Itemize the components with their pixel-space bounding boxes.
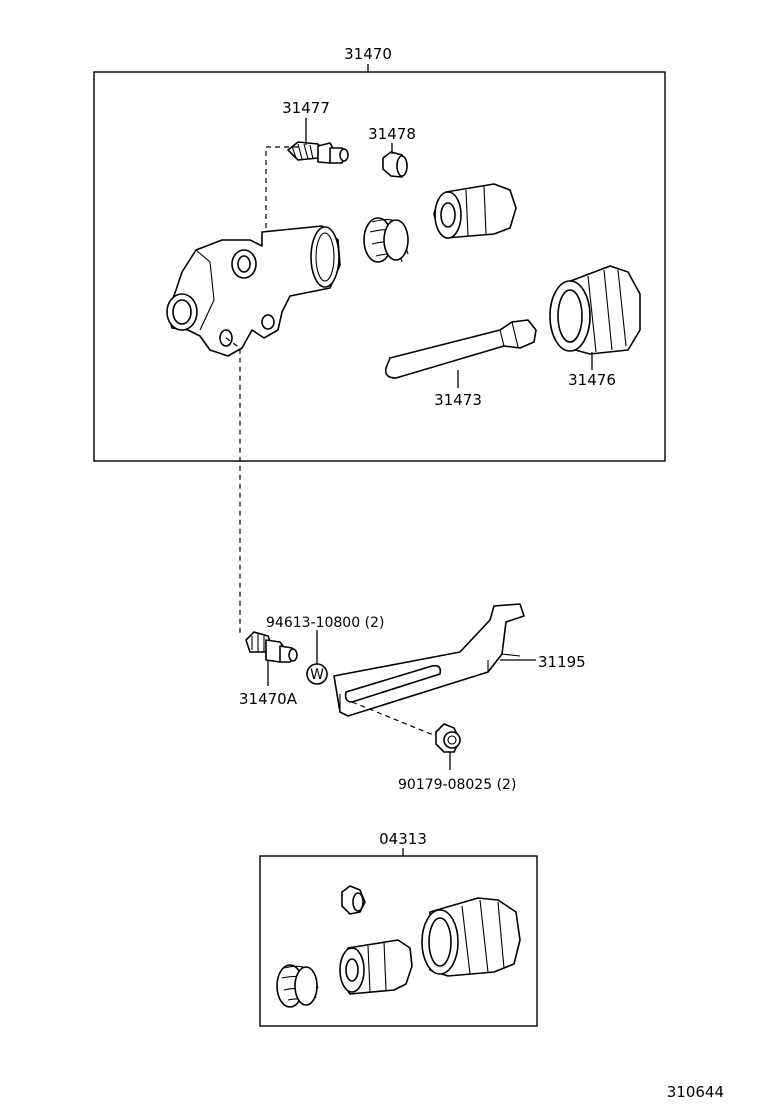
label-push-rod: 31473: [434, 391, 482, 409]
assembly-box: [93, 71, 666, 462]
label-boot: 31476: [568, 371, 616, 389]
label-repair-kit: 04313: [379, 830, 427, 848]
nut-part: 90179-08025 (2): [398, 723, 516, 793]
cylinder-body-part: [166, 225, 341, 357]
boot-part: 31476: [549, 265, 641, 389]
bleeder-plug-part: 31477: [282, 99, 349, 164]
push-rod-part: 31473: [384, 319, 537, 409]
label-nut: 90179-08025 (2): [398, 777, 516, 793]
label-bleeder-cap: 31478: [368, 125, 416, 143]
label-bracket: 31195: [538, 653, 586, 671]
leader-dashed-cylinder-to-union: [225, 337, 241, 636]
label-clip: 94613-10800 (2): [266, 615, 384, 631]
label-drawing-number: 310644: [667, 1083, 724, 1101]
repair-kit-group: 04313: [259, 830, 538, 1027]
repair-kit-box: [259, 855, 538, 1027]
bracket-part: 31195: [333, 603, 586, 717]
tube-union-part: 31470A: [239, 631, 298, 708]
label-bleeder-plug: 31477: [282, 99, 330, 117]
assembly-31470-group: 31470: [93, 45, 666, 462]
label-tube-union: 31470A: [239, 690, 298, 708]
spring-part: [363, 217, 409, 263]
label-assembly: 31470: [344, 45, 392, 63]
clip-part: W 94613-10800 (2): [266, 615, 384, 685]
bleeder-cap-part: 31478: [368, 125, 416, 178]
piston-part: [433, 183, 517, 239]
washer-mark: W: [310, 667, 324, 683]
